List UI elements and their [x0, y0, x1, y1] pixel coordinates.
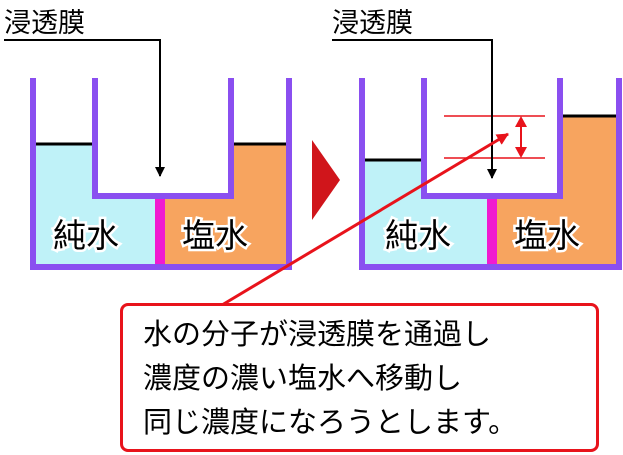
divider-interior	[97, 77, 229, 194]
membrane-title: 浸透膜	[332, 8, 413, 39]
explanation-note: 水の分子が浸透膜を通過し 濃度の濃い塩水へ移動し 同じ濃度になろうとします。	[120, 303, 599, 452]
membrane	[487, 198, 497, 268]
pure-water-label: 純水	[53, 216, 119, 255]
container-divider-wall	[421, 78, 563, 199]
note-line: 水の分子が浸透膜を通過し	[143, 317, 492, 351]
container-outer-wall	[359, 78, 622, 270]
container-outer-wall	[30, 78, 292, 270]
salt-water-label: 塩水	[182, 216, 248, 255]
note-line: 同じ濃度になろうとします。	[143, 405, 518, 439]
up-arrowhead-icon	[515, 116, 527, 127]
note-line: 濃度の濃い塩水へ移動し	[143, 361, 463, 395]
container-divider-wall	[92, 78, 234, 199]
membrane	[155, 198, 165, 268]
next-arrow-icon	[312, 140, 340, 220]
before-panel: 浸透膜 純水 塩水	[4, 8, 292, 270]
after-panel: 浸透膜 純水 塩水	[332, 8, 622, 270]
pure-water-label: 純水	[385, 216, 451, 255]
membrane-pointer-arrow	[332, 39, 497, 179]
salt-water-label: 塩水	[514, 216, 580, 255]
membrane-title: 浸透膜	[4, 8, 85, 39]
down-arrowhead-icon	[515, 147, 527, 158]
note-pointer-arrow	[221, 132, 509, 307]
membrane-pointer-arrow	[4, 39, 165, 177]
